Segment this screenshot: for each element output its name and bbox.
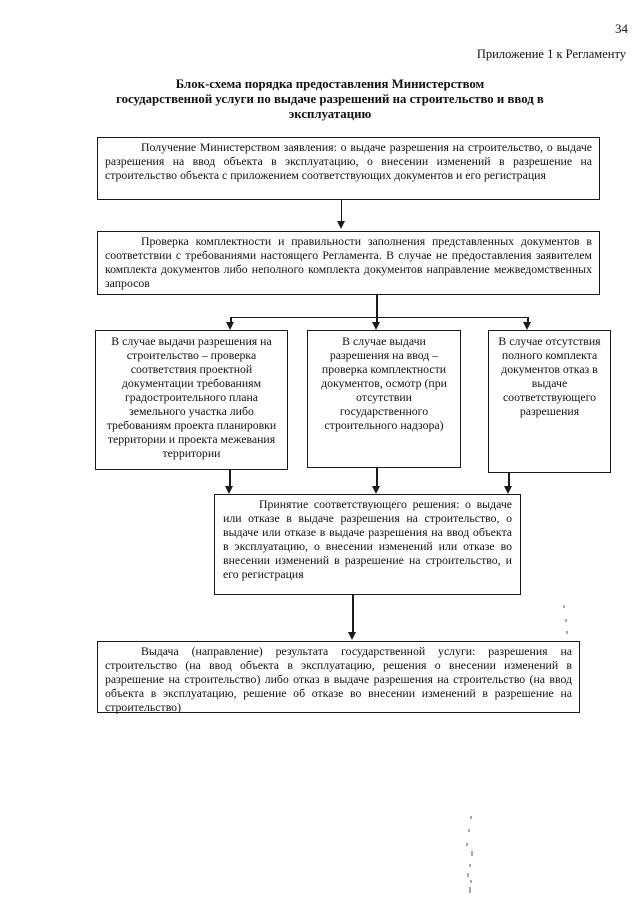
arrowhead-icon (336, 221, 345, 229)
flow-box-branch-commissioning: В случае выдачи разрешения на ввод – про… (307, 330, 461, 468)
arrowhead-icon (523, 322, 531, 330)
arrowhead-icon (226, 322, 234, 330)
flow-box-decision: Принятие соответствующего решения: о выд… (214, 494, 521, 595)
arrow-line (340, 200, 342, 223)
arrowhead-icon (504, 486, 512, 494)
branch-horizontal-line (230, 316, 528, 318)
flow-box-branch-refusal: В случае отсутствия полного комплекта до… (488, 330, 611, 473)
arrowhead-icon (225, 486, 233, 494)
flow-box-result: Выдача (направление) результата государс… (97, 641, 580, 714)
page-title: Блок-схема порядка предоставления Минист… (116, 77, 544, 121)
branch-left-line (230, 317, 232, 324)
appendix-label: Приложение 1 к Регламенту (476, 47, 626, 61)
arrowhead-icon (372, 486, 380, 494)
flow-box-check: Проверка комплектности и правильности за… (97, 231, 600, 295)
page-number: 34 (615, 21, 628, 36)
arrow-line (376, 468, 378, 488)
arrow-line (352, 595, 354, 634)
flow-box-branch-construction: В случае выдачи разрешения на строительс… (95, 330, 288, 470)
arrow-line (229, 470, 231, 488)
branch-middle-line (376, 317, 378, 324)
branch-right-line (527, 317, 529, 324)
arrowhead-icon (348, 632, 356, 640)
flow-box-receive: Получение Министерством заявления: о выд… (97, 137, 600, 200)
arrowhead-icon (372, 322, 380, 330)
branch-stem-line (376, 295, 378, 318)
arrow-line (508, 473, 510, 488)
